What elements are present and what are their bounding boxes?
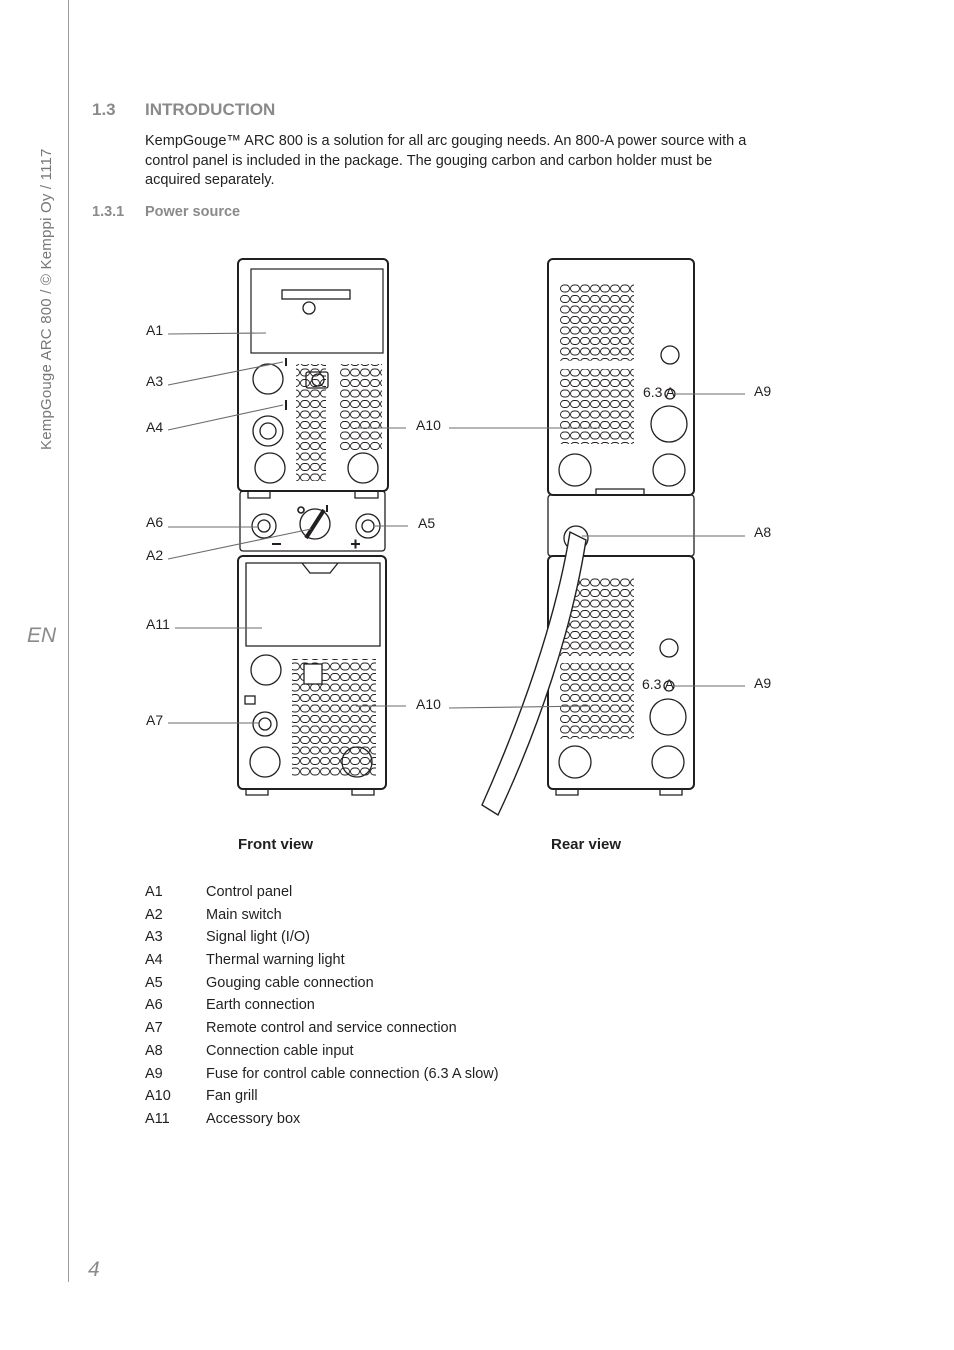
callout-a1: A1	[146, 322, 163, 338]
section-number: 1.3	[92, 100, 116, 119]
legend-code: A8	[145, 1042, 163, 1059]
callout-a10-bottom: A10	[416, 696, 441, 712]
section-heading: 1.3 INTRODUCTION	[92, 100, 275, 120]
legend-item: A4 Thermal warning light	[145, 949, 499, 972]
front-view-drawing	[237, 258, 389, 796]
legend-item: A2 Main switch	[145, 904, 499, 927]
legend-label: Gouging cable connection	[206, 974, 374, 991]
front-view-caption: Front view	[238, 836, 314, 853]
control-knob-icon	[302, 301, 316, 315]
legend-label: Fuse for control cable connection (6.3 A…	[206, 1065, 499, 1082]
legend-list: A1 Control panel A2 Main switch A3 Signal l…	[145, 881, 499, 1131]
legend-label: Control panel	[206, 884, 293, 900]
legend-code: A2	[145, 906, 163, 923]
legend-label: Fan grill	[206, 1088, 258, 1105]
callout-a3: A3	[146, 373, 163, 389]
legend-code: A9	[145, 1065, 163, 1082]
legend-label: Main switch	[206, 906, 282, 923]
legend-label: Accessory box	[206, 1110, 301, 1127]
callout-a9-top: A9	[754, 383, 771, 399]
main-switch-icon	[299, 508, 331, 540]
legend-item: A1 Control panel	[145, 881, 499, 904]
legend-item: A9 Fuse for control cable connection (6.3…	[145, 1063, 499, 1086]
legend-item: A6 Earth connection	[145, 994, 499, 1017]
callout-a11: A11	[146, 616, 170, 632]
callout-a5: A5	[418, 515, 435, 531]
legend-label: Remote control and service connection	[206, 1020, 457, 1037]
legend-code: A4	[145, 952, 163, 969]
legend-item: A8 Connection cable input	[145, 1040, 499, 1063]
legend-code: A10	[145, 1088, 171, 1105]
legend-item: A10 Fan grill	[145, 1085, 499, 1108]
remote-connector-icon	[244, 695, 256, 705]
subsection-heading: 1.3.1 Power source	[92, 204, 240, 220]
section-title: INTRODUCTION	[145, 100, 276, 119]
power-source-figure: 6.3 A 6.3 A A1 A3 A4 A6 A2 A11 A7 A10 A5…	[146, 258, 771, 817]
legend-code: A1	[145, 884, 163, 900]
callout-a10-top: A10	[416, 417, 441, 433]
legend-item: A5 Gouging cable connection	[145, 972, 499, 995]
accessory-box	[245, 562, 381, 647]
margin-rule	[68, 0, 69, 1282]
callout-a9-bottom: A9	[754, 675, 771, 691]
rear-view-caption: Rear view	[551, 836, 622, 853]
legend-label: Thermal warning light	[206, 952, 345, 969]
legend-code: A11	[145, 1110, 170, 1127]
legend-item: A11 Accessory box	[145, 1108, 499, 1131]
subsection-title: Power source	[145, 204, 241, 220]
callout-a7: A7	[146, 712, 163, 728]
legend-label: Connection cable input	[206, 1042, 354, 1059]
legend-item: A7 Remote control and service connection	[145, 1017, 499, 1040]
subsection-number: 1.3.1	[92, 204, 125, 220]
legend-code: A3	[145, 929, 163, 946]
legend-code: A6	[145, 997, 163, 1014]
language-tag: EN	[27, 624, 57, 647]
callout-a4: A4	[146, 419, 163, 435]
callout-a6: A6	[146, 514, 163, 530]
legend-label: Signal light (I/O)	[206, 929, 310, 946]
page-number: 4	[88, 1258, 100, 1281]
legend-code: A5	[145, 974, 163, 991]
callout-a2: A2	[146, 547, 163, 563]
rear-view-drawing	[481, 258, 695, 817]
callout-a8: A8	[754, 524, 771, 540]
connection-cable	[481, 530, 587, 817]
legend-label: Earth connection	[206, 997, 315, 1014]
intro-paragraph: KempGouge™ ARC 800 is a solution for all…	[145, 133, 747, 188]
fuse-rating-label: 6.3 A	[642, 676, 675, 692]
fuse-rating-label: 6.3 A	[643, 384, 676, 400]
display-window	[281, 289, 351, 300]
legend-item: A3 Signal light (I/O)	[145, 926, 499, 949]
legend-code: A7	[145, 1020, 163, 1037]
callout-lines	[167, 332, 745, 724]
